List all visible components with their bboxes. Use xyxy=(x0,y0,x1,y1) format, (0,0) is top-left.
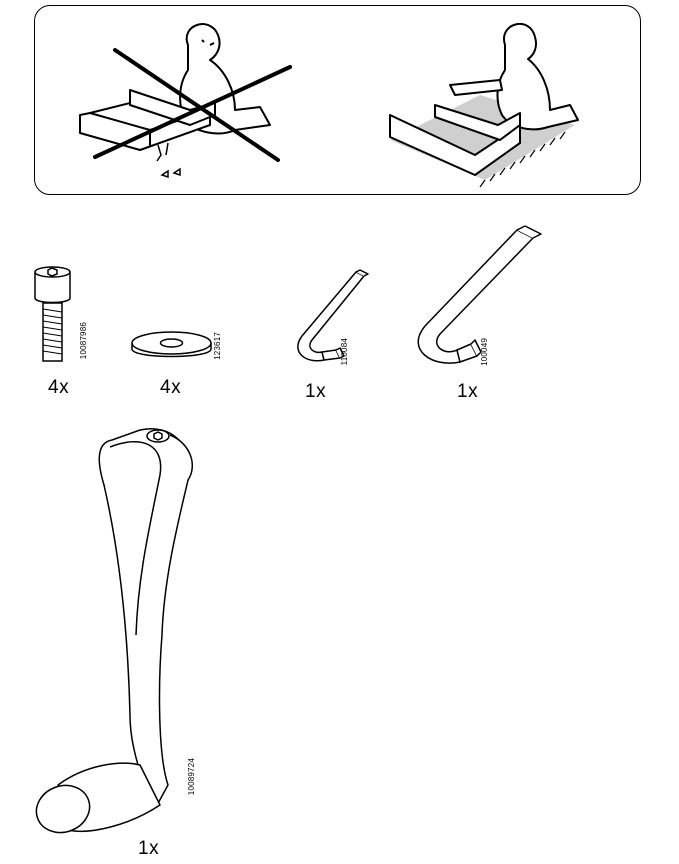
part-quantity: 1x xyxy=(457,381,479,402)
part-article-number: 10089724 xyxy=(187,758,196,796)
part-quantity: 1x xyxy=(138,838,160,859)
assembly-on-hard-floor-crossed-icon xyxy=(79,23,292,179)
part-quantity: 4x xyxy=(160,377,182,398)
part-article-number: 110084 xyxy=(340,338,349,366)
hex-key-small-icon xyxy=(297,269,369,362)
crank-handle-icon xyxy=(35,428,193,834)
part-article-number: 100049 xyxy=(480,338,489,366)
part-quantity: 1x xyxy=(305,381,327,402)
assembly-warning-panel xyxy=(34,5,641,195)
part-article-number: 10087986 xyxy=(79,322,88,360)
hex-key-large-icon xyxy=(417,225,542,364)
part-article-number: 123617 xyxy=(213,332,222,360)
bolt-icon xyxy=(34,266,71,362)
assembly-on-rug-icon xyxy=(389,23,579,188)
washer-icon xyxy=(131,331,212,358)
part-quantity: 4x xyxy=(48,377,70,398)
